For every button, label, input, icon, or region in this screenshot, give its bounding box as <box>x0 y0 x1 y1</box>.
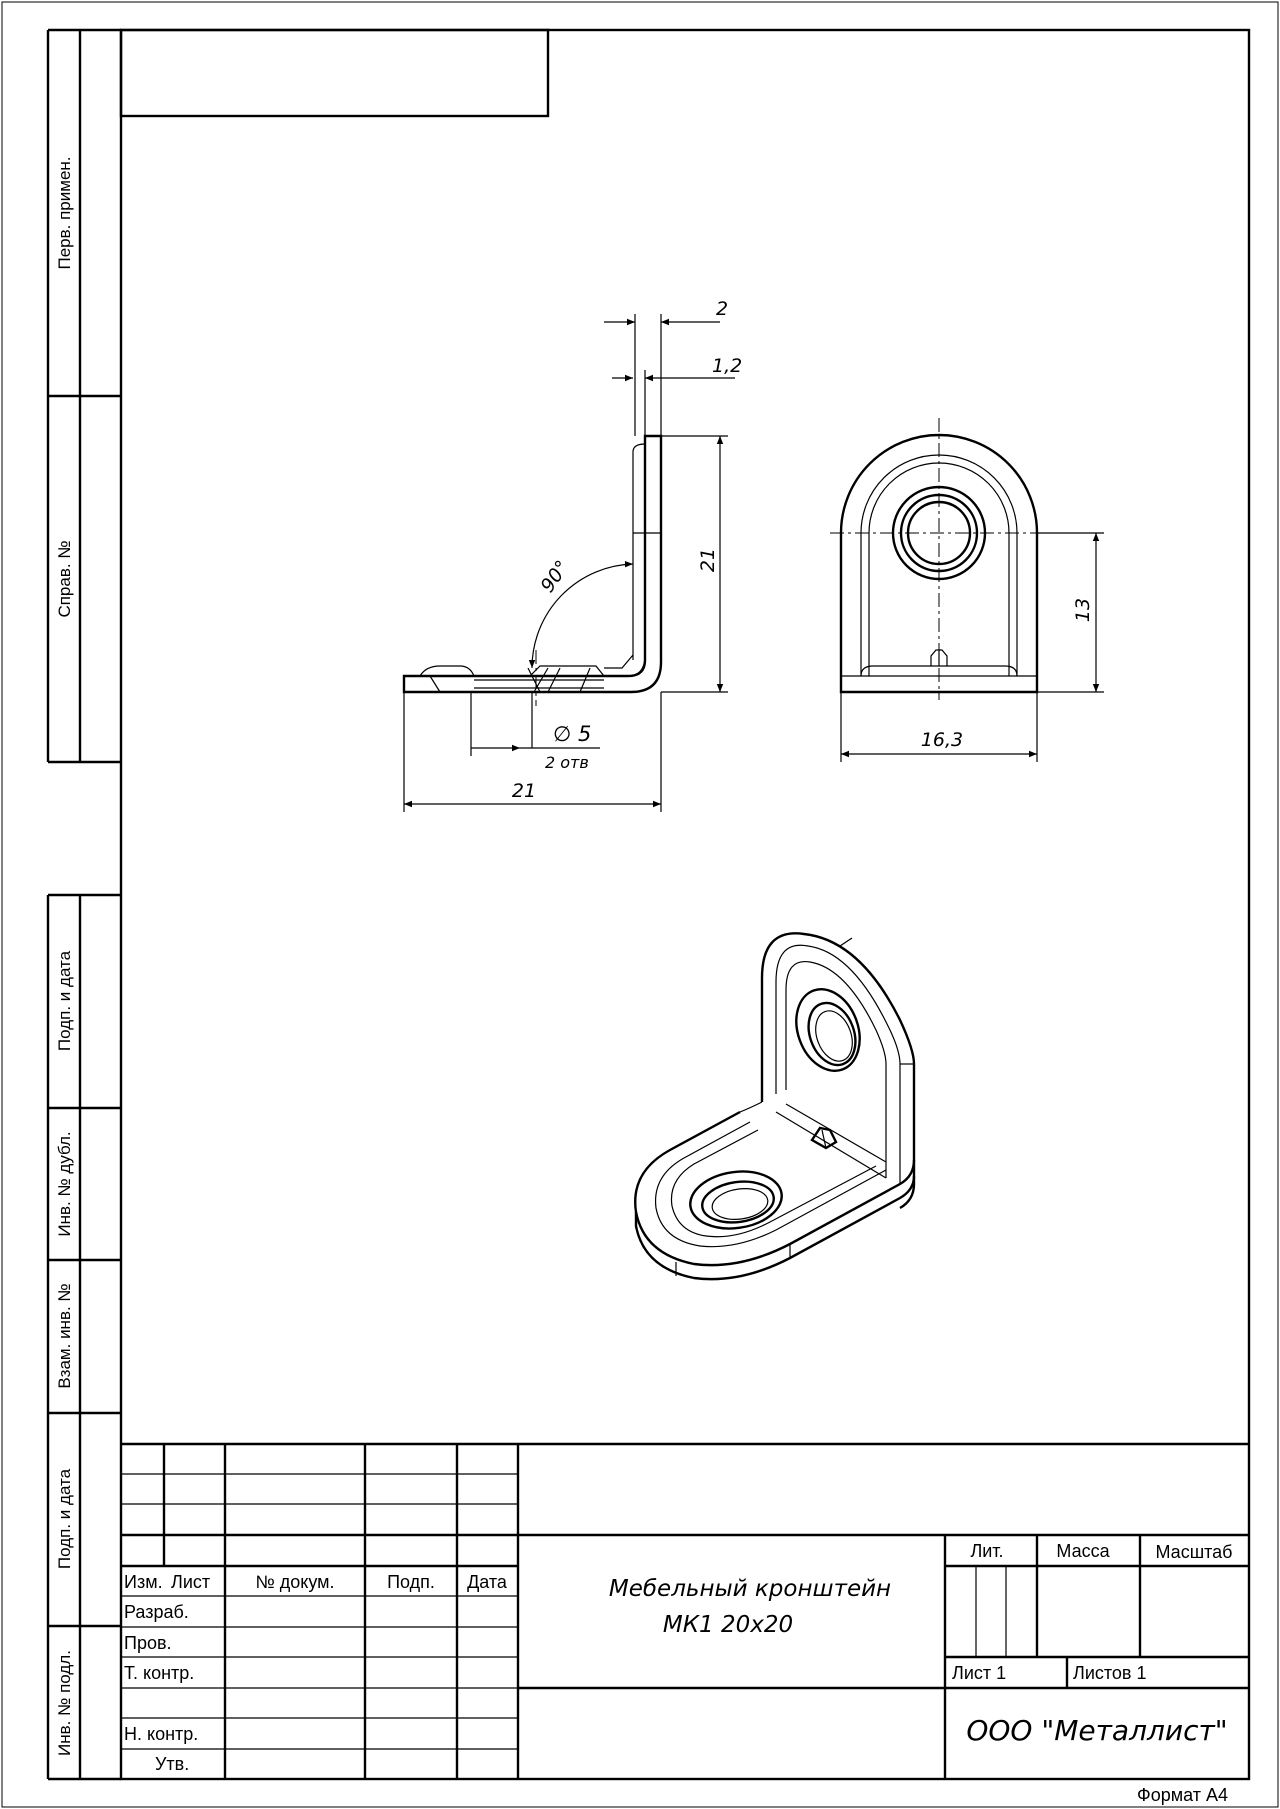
title-block: Изм. Лист № докум. Подп. Дата Разраб. Пр… <box>121 1442 1249 1779</box>
company-name: ООО "Металлист" <box>966 1714 1227 1747</box>
role-razrab: Разраб. <box>124 1602 189 1622</box>
side-view: 2 1,2 21 90° ∅ 5 2 отв 21 <box>402 298 742 812</box>
dim-height: 21 <box>697 548 719 572</box>
role-prov: Пров. <box>124 1633 172 1653</box>
dim-hole-center-height: 13 <box>1072 598 1094 622</box>
role-utv: Утв. <box>155 1754 189 1774</box>
label-sheet: Лист 1 <box>952 1663 1006 1683</box>
label-masshtab: Масштаб <box>1155 1542 1232 1562</box>
header-izm: Изм. <box>124 1572 163 1592</box>
label-sheets: Листов 1 <box>1073 1663 1147 1683</box>
dim-hole-count: 2 отв <box>545 753 589 772</box>
header-no-dokum: № докум. <box>255 1572 334 1592</box>
front-view: 13 16,3 <box>830 418 1104 762</box>
dim-thickness-outer: 2 <box>716 298 728 320</box>
format-label: Формат А4 <box>1137 1785 1228 1805</box>
dim-hole-diameter: ∅ 5 <box>553 722 591 746</box>
dim-width: 16,3 <box>921 729 963 751</box>
role-t-kontr: Т. контр. <box>124 1663 194 1683</box>
stamp-podp-data-1: Подп. и дата <box>55 950 74 1051</box>
stamp-sprav-no: Справ. № <box>55 540 74 617</box>
isometric-view <box>634 932 916 1281</box>
stamp-podp-data-2: Подп. и дата <box>55 1468 74 1569</box>
dim-angle: 90° <box>536 556 573 596</box>
stamp-vzam-inv: Взам. инв. № <box>55 1283 74 1388</box>
side-stamp: Перв. примен. Справ. № Подп. и дата Инв.… <box>46 28 121 1781</box>
designation-line1: Мебельный кронштейн <box>609 1576 891 1602</box>
stamp-inv-podl: Инв. № подл. <box>55 1650 74 1756</box>
stamp-perv-primen: Перв. примен. <box>55 156 74 269</box>
main-frame <box>119 28 1251 1781</box>
dim-thickness-inner: 1,2 <box>712 355 742 377</box>
designation-line2: МК1 20х20 <box>663 1612 793 1638</box>
header-data: Дата <box>467 1572 508 1592</box>
dim-length: 21 <box>512 780 536 802</box>
label-lit: Лит. <box>970 1541 1003 1561</box>
header-podp: Подп. <box>387 1572 435 1592</box>
top-left-box <box>119 28 550 118</box>
role-n-kontr: Н. контр. <box>124 1724 198 1744</box>
label-massa: Масса <box>1056 1541 1110 1561</box>
stamp-inv-dubl: Инв. № дубл. <box>55 1131 74 1236</box>
header-list: Лист <box>171 1572 210 1592</box>
